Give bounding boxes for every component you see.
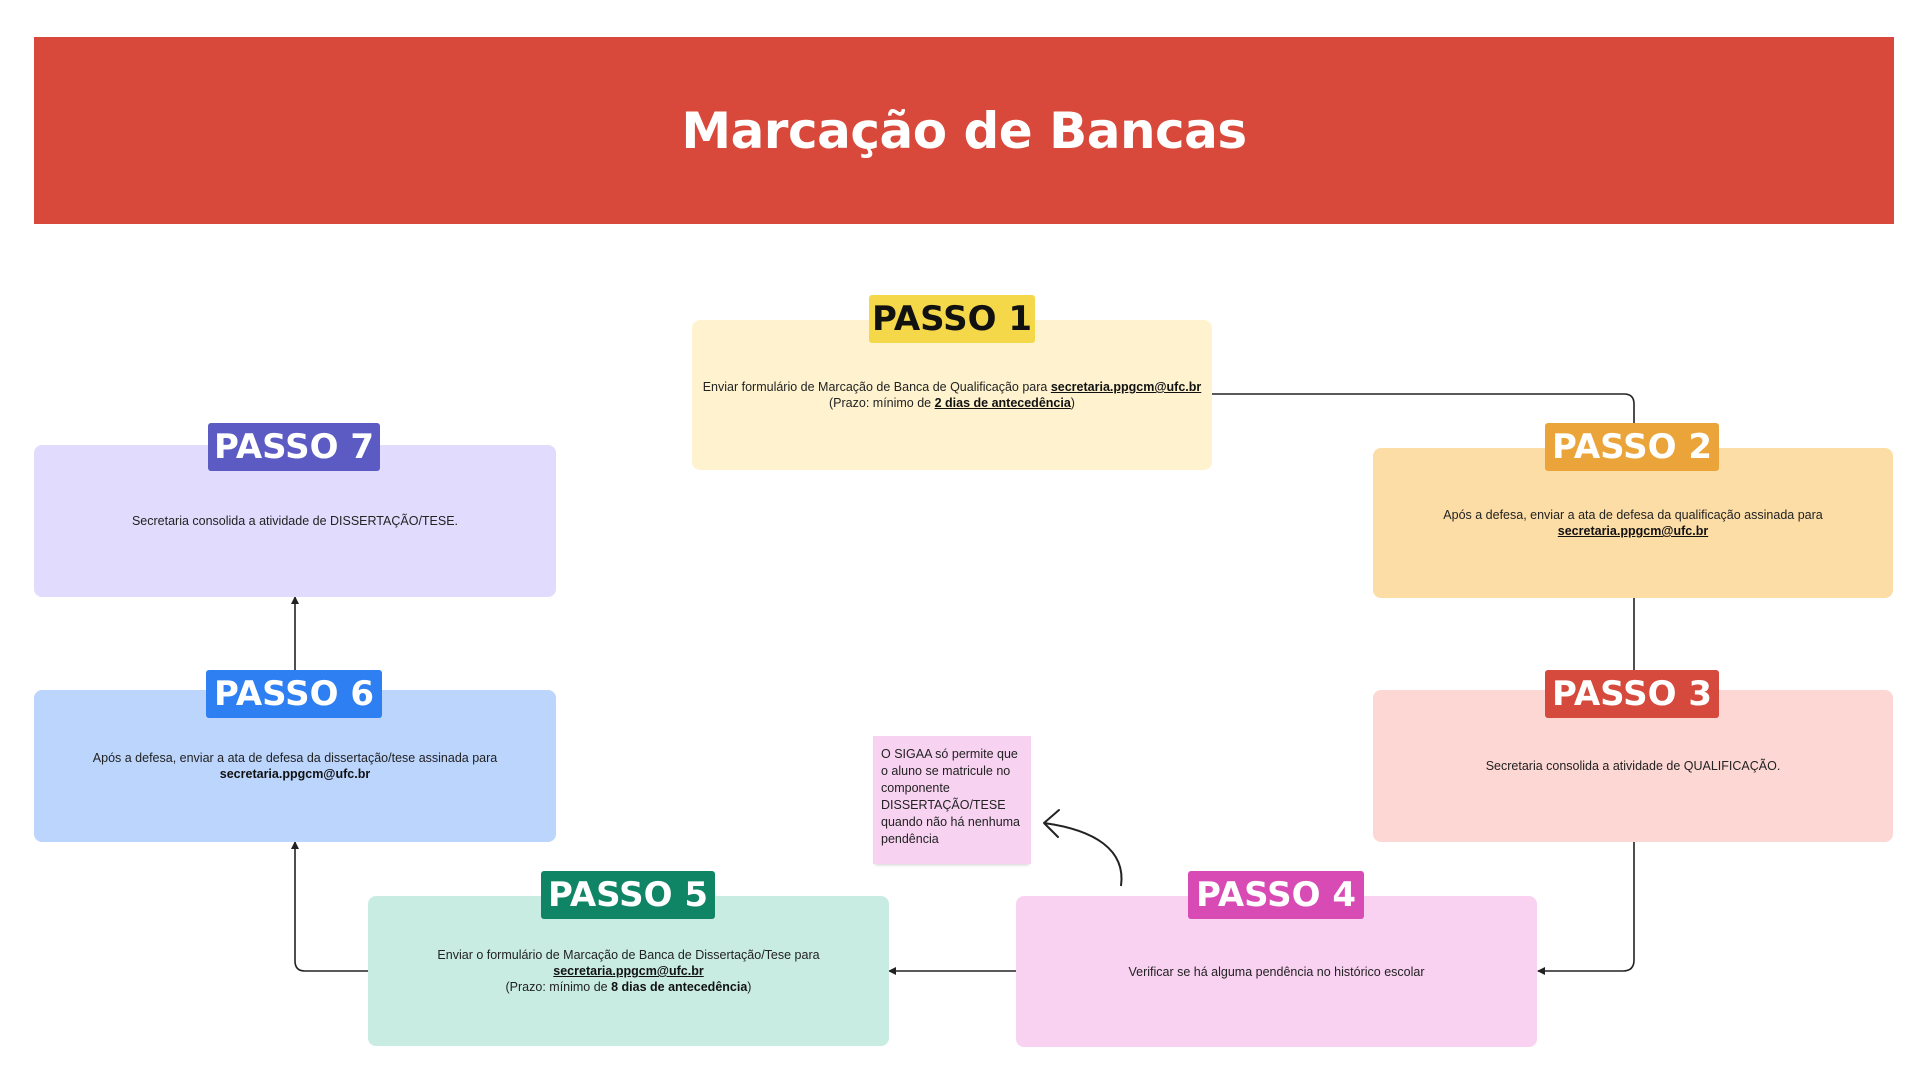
step-1-deadline-suffix: ): [1070, 396, 1075, 410]
step-2-tag: PASSO 2: [1545, 423, 1719, 471]
note-arrow: [1043, 822, 1123, 887]
sticky-note: O SIGAA só permite que o aluno se matric…: [873, 736, 1031, 864]
step-6-email[interactable]: secretaria.ppgcm@ufc.br: [219, 767, 371, 781]
page-title: Marcação de Bancas: [681, 101, 1247, 160]
step-1-email-link[interactable]: secretaria.ppgcm@ufc.br: [1050, 380, 1202, 394]
step-7-text: Secretaria consolida a atividade de DISS…: [131, 514, 459, 528]
step-1-deadline-prefix: (Prazo: mínimo de: [829, 396, 935, 410]
connector-5-to-6: [291, 841, 368, 972]
step-5-deadline: 8 dias de antecedência: [611, 980, 748, 994]
step-6-text: Após a defesa, enviar a ata de defesa da…: [92, 751, 498, 765]
step-2-card: Após a defesa, enviar a ata de defesa da…: [1373, 448, 1893, 598]
step-2-text: Após a defesa, enviar a ata de defesa da…: [1443, 508, 1823, 522]
step-1-tag: PASSO 1: [869, 295, 1035, 343]
header-banner: Marcação de Bancas: [34, 37, 1894, 224]
step-3-tag: PASSO 3: [1545, 670, 1719, 718]
step-6-tag: PASSO 6: [206, 670, 382, 718]
step-1-deadline: 2 dias de antecedência: [934, 396, 1071, 410]
step-1-card: Enviar formulário de Marcação de Banca d…: [692, 320, 1212, 470]
connector-3-to-4: [1537, 842, 1635, 975]
step-3-text: Secretaria consolida a atividade de QUAL…: [1485, 759, 1781, 773]
step-4-tag: PASSO 4: [1188, 871, 1364, 919]
note-arrow-head: [1043, 809, 1060, 838]
step-5-email-link[interactable]: secretaria.ppgcm@ufc.br: [553, 964, 704, 978]
step-4-card: Verificar se há alguma pendência no hist…: [1016, 896, 1537, 1047]
step-5-deadline-prefix: (Prazo: mínimo de: [505, 980, 612, 994]
step-5-card: Enviar o formulário de Marcação de Banca…: [368, 896, 889, 1046]
step-5-tag: PASSO 5: [541, 871, 715, 919]
step-5-deadline-suffix: ): [747, 980, 752, 994]
step-4-text: Verificar se há alguma pendência no hist…: [1128, 964, 1425, 979]
step-5-text: Enviar o formulário de Marcação de Banca…: [437, 948, 820, 962]
step-1-text: Enviar formulário de Marcação de Banca d…: [702, 380, 1051, 394]
step-2-email-link[interactable]: secretaria.ppgcm@ufc.br: [1557, 524, 1709, 538]
step-7-tag: PASSO 7: [208, 423, 380, 471]
